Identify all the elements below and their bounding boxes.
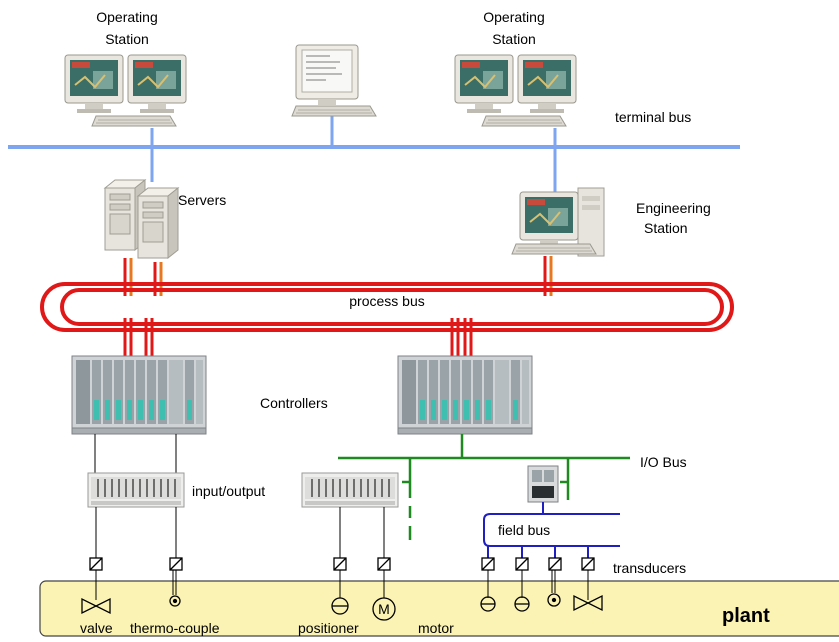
- motor-label: motor: [418, 620, 454, 636]
- terminal-bus-label: terminal bus: [615, 109, 691, 125]
- transducer-icon: [548, 557, 562, 571]
- workstation-icon: [64, 54, 124, 114]
- field-bus-label: field bus: [498, 522, 550, 538]
- server-tower-icon: [137, 187, 179, 259]
- field-bus: [483, 502, 620, 558]
- thermocouple-icon: [547, 593, 561, 607]
- transducer-icon: [89, 557, 103, 571]
- transducer-icon: [581, 557, 595, 571]
- positioner-icon: [331, 597, 349, 615]
- servers-label: Servers: [178, 192, 226, 208]
- engineering-station[interactable]: [511, 187, 605, 257]
- motor-symbol: M: [378, 601, 390, 617]
- transducer-wiring: [95, 507, 589, 600]
- controllers-label: Controllers: [260, 395, 328, 411]
- transducer-icon: [333, 557, 347, 571]
- positioner-label: positioner: [298, 620, 359, 636]
- keyboard-icon: [481, 115, 567, 127]
- engineering-station-label: Station: [644, 220, 688, 236]
- controller-rack-icon: [71, 355, 207, 435]
- positioner-icon: [480, 596, 530, 612]
- io-wiring: [94, 434, 177, 473]
- controller-rack-icon: [397, 355, 533, 435]
- process-bus-label: process bus: [349, 293, 424, 309]
- engineering-station-label: Engineering: [636, 200, 711, 216]
- plant-area: [39, 580, 839, 637]
- transducer-icon: [169, 557, 183, 571]
- motor-icon: M: [372, 597, 396, 621]
- operating-station-2-label: Station: [492, 31, 536, 47]
- operating-station-2[interactable]: [454, 54, 577, 127]
- field-bus-coupler[interactable]: [527, 465, 559, 503]
- process-bus-drops: [123, 256, 553, 356]
- keyboard-icon: [91, 115, 177, 127]
- thermo-couple-label: thermo-couple: [130, 620, 220, 636]
- io-module-right[interactable]: [301, 472, 399, 508]
- operating-station-1[interactable]: [64, 54, 187, 127]
- servers[interactable]: [104, 179, 179, 259]
- workstation-icon: [127, 54, 187, 114]
- controller-left[interactable]: [71, 355, 207, 435]
- engineering-workstation-center[interactable]: [291, 44, 377, 117]
- io-bus: [338, 434, 630, 540]
- workstation-icon: [454, 54, 514, 114]
- transducer-icon: [481, 557, 495, 571]
- transducer-icon: [515, 557, 529, 571]
- io-module-left[interactable]: [87, 472, 185, 508]
- operating-station-2-label: Operating: [483, 9, 544, 25]
- transducers-label: transducers: [613, 560, 686, 576]
- input-output-label: input/output: [192, 483, 265, 499]
- operating-station-1-label: Operating: [96, 9, 157, 25]
- thermocouple-icon: [169, 595, 181, 607]
- workstation-icon: [517, 54, 577, 114]
- plant-label: plant: [722, 605, 770, 627]
- terminal-bus: [8, 112, 740, 194]
- valve-icon: [81, 597, 111, 615]
- process-bus: [40, 282, 734, 332]
- io-bus-label: I/O Bus: [640, 454, 687, 470]
- controller-right[interactable]: [397, 355, 533, 435]
- transducer-icon: [377, 557, 391, 571]
- valve-icon: [573, 594, 603, 612]
- operating-station-1-label: Station: [105, 31, 149, 47]
- valve-label: valve: [80, 620, 113, 636]
